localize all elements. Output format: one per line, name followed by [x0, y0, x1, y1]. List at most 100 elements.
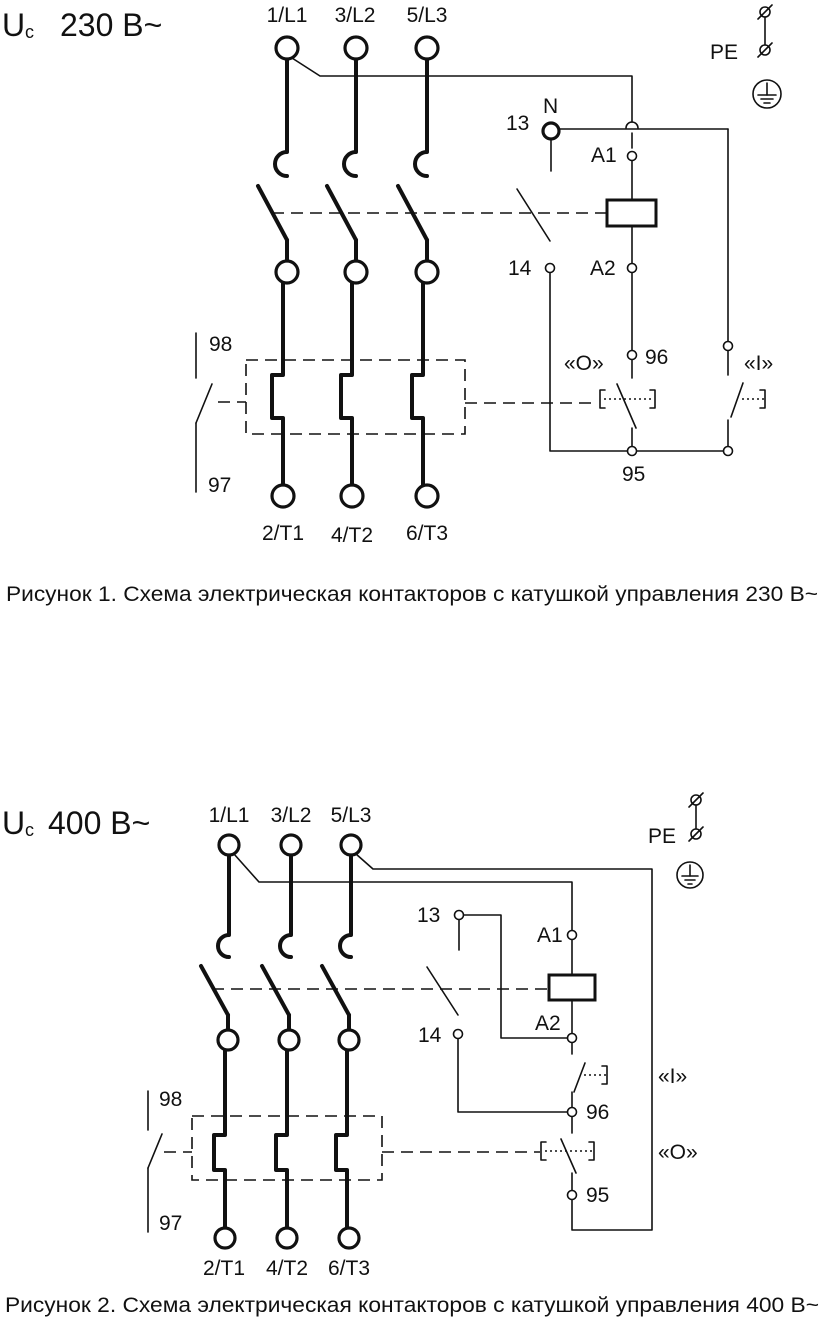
pole-2-fixed-contact: [342, 57, 358, 178]
terminal-pole-1-mid: [274, 259, 300, 285]
pole-2-fixed-contact: [278, 853, 293, 959]
terminal-95: [566, 1189, 578, 1201]
supply-voltage-subscript: c: [25, 22, 34, 42]
wire-l3-return: [355, 853, 653, 1231]
terminal-a2: [566, 1032, 578, 1044]
reset-bracket-right: [649, 389, 656, 409]
terminal-t2: [339, 483, 365, 509]
label-95: 95: [622, 463, 645, 486]
contact-97-98-moving: [195, 383, 213, 424]
aux-contact-13-14: [426, 966, 459, 1016]
label-97: 97: [159, 1212, 182, 1235]
pole-3-moving-contact: [320, 964, 351, 1017]
pole-1-thermal-element: [212, 1048, 227, 1230]
reset-bracket-left: [599, 389, 606, 409]
nc-contact-moving: [560, 1138, 577, 1174]
label-a1: A1: [591, 144, 617, 167]
contactor-coil: [605, 198, 658, 228]
start-contact-moving: [573, 1062, 586, 1093]
terminal-start-top: [722, 340, 734, 352]
pe-terminal-icon: [757, 4, 773, 58]
terminal-l2: [279, 833, 303, 857]
wire-13-to-a2: [463, 914, 568, 1039]
start-bracket-right: [759, 389, 766, 409]
label-a2: A2: [535, 1012, 561, 1035]
pe-label: PE: [648, 825, 676, 848]
terminal-pole-1-mid: [216, 1028, 240, 1052]
terminal-t1: [270, 483, 296, 509]
label-on: «I»: [744, 352, 773, 375]
terminal-pole-2-mid: [277, 1028, 301, 1052]
wire-14-to-96: [457, 1038, 568, 1113]
supply-voltage-value: 400 В~: [48, 805, 150, 841]
terminal-label-l3: 5/L3: [331, 804, 372, 827]
label-96: 96: [586, 1101, 609, 1124]
contactor-coil: [547, 973, 597, 1002]
label-14: 14: [418, 1024, 442, 1047]
wire-l1-to-a1: [233, 853, 573, 931]
label-96: 96: [645, 346, 668, 369]
terminal-a1: [626, 150, 638, 162]
label-neutral: N: [543, 95, 558, 118]
terminal-13: [453, 909, 465, 921]
pole-1-thermal-element: [270, 281, 285, 487]
contact-97-98-moving: [147, 1133, 163, 1169]
label-14: 14: [508, 257, 532, 280]
overload-relay-box: [191, 1115, 383, 1181]
label-off: «O»: [564, 352, 604, 375]
terminal-label-t3: 6/T3: [328, 1257, 370, 1280]
terminal-label-l2: 3/L2: [271, 804, 312, 827]
label-a1: A1: [537, 924, 563, 947]
start-bracket-right: [601, 1065, 608, 1085]
wire-crossover: [625, 121, 639, 129]
terminal-label-t1: 2/T1: [203, 1257, 245, 1280]
pole-1-moving-contact: [199, 964, 230, 1017]
pe-label: PE: [710, 41, 738, 64]
start-contact-moving: [730, 382, 744, 418]
terminal-t3: [337, 1226, 361, 1250]
terminal-label-l1: 1/L1: [209, 804, 250, 827]
terminal-label-l2: 3/L2: [335, 4, 376, 27]
label-on: «I»: [658, 1065, 687, 1088]
terminal-pole-2-mid: [343, 259, 369, 285]
pole-1-fixed-contact: [216, 853, 231, 959]
terminal-label-l3: 5/L3: [407, 4, 448, 27]
terminal-96: [626, 349, 638, 361]
terminal-13: [541, 121, 561, 141]
terminal-l1: [274, 35, 300, 61]
ground-symbol-icon: [676, 861, 704, 889]
pole-2-thermal-element: [339, 281, 354, 487]
label-98: 98: [159, 1088, 182, 1111]
supply-voltage-subscript: c: [25, 820, 34, 840]
figure-1: U c 230 В~ 1/L1 3/L2 5/L3: [2, 4, 818, 606]
terminal-pole-3-mid: [414, 259, 440, 285]
terminal-pole-3-mid: [337, 1028, 361, 1052]
terminal-14: [452, 1028, 464, 1040]
figure-2-caption: Рисунок 2. Схема электрическая контактор…: [5, 1294, 819, 1317]
pole-2-moving-contact: [325, 184, 358, 242]
reset-bracket-left: [540, 1141, 547, 1161]
terminal-label-l1: 1/L1: [267, 4, 308, 27]
pole-3-fixed-contact: [338, 853, 353, 959]
pe-terminal-icon: [688, 792, 704, 842]
supply-voltage-prefix: U: [2, 805, 25, 841]
wire-l1-to-a1: [291, 57, 633, 123]
ground-symbol-icon: [752, 79, 782, 109]
terminal-l1: [217, 833, 241, 857]
label-97: 97: [208, 474, 231, 497]
terminal-l3: [339, 833, 363, 857]
terminal-a2: [626, 262, 638, 274]
label-13: 13: [506, 112, 529, 135]
terminal-95: [626, 445, 638, 457]
label-98: 98: [209, 333, 232, 356]
terminal-label-t2: 4/T2: [266, 1257, 308, 1280]
aux-contact-13-14: [516, 188, 551, 242]
terminal-t3: [414, 483, 440, 509]
terminal-label-t1: 2/T1: [262, 522, 304, 545]
pole-3-fixed-contact: [413, 57, 429, 178]
label-off: «O»: [658, 1141, 698, 1164]
pole-2-thermal-element: [274, 1048, 289, 1230]
pole-2-moving-contact: [260, 964, 291, 1017]
pole-1-fixed-contact: [273, 57, 289, 178]
